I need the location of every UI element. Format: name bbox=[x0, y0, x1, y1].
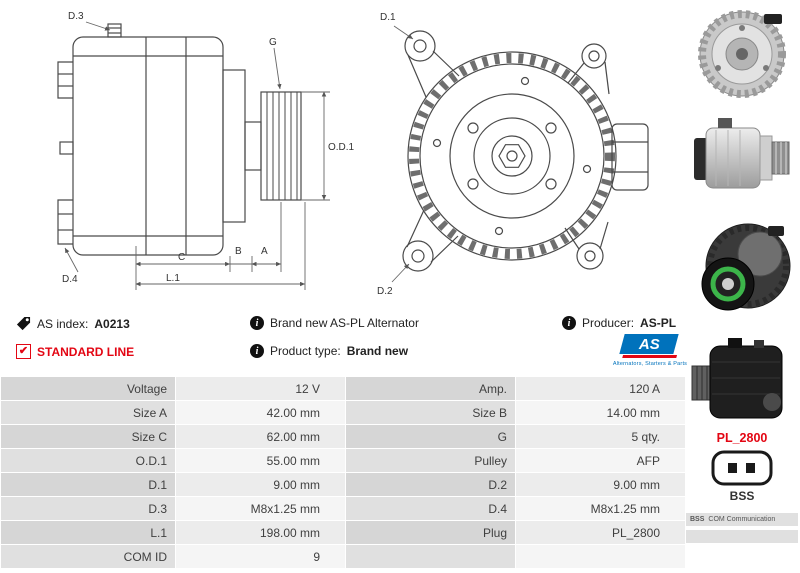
spec-value: M8x1.25 mm bbox=[175, 496, 346, 521]
dim-label-c: C bbox=[178, 252, 185, 263]
dim-label-b: B bbox=[235, 246, 242, 257]
alternator-photo-side bbox=[694, 118, 790, 189]
dim-label-od1: O.D.1 bbox=[328, 142, 355, 153]
rear-view-drawing: D.1 D.2 bbox=[377, 12, 649, 297]
spec-label: Size A bbox=[0, 400, 176, 425]
spec-label: Pulley bbox=[345, 448, 516, 473]
as-index: AS index: A0213 bbox=[16, 316, 130, 331]
tag-icon bbox=[16, 316, 31, 331]
spec-row: D.1 9.00 mm D.2 9.00 mm bbox=[0, 472, 686, 497]
spec-value: 62.00 mm bbox=[175, 424, 346, 449]
dim-label-l1: L.1 bbox=[166, 273, 180, 284]
spec-label: Size B bbox=[345, 400, 516, 425]
spec-label: D.1 bbox=[0, 472, 176, 497]
spec-value: 198.00 mm bbox=[175, 520, 346, 545]
plug-code: PL_2800 bbox=[716, 431, 768, 445]
alternator-photo-rear bbox=[698, 10, 786, 98]
logo-swoosh bbox=[622, 355, 678, 358]
logo-text: AS bbox=[638, 335, 660, 353]
dim-label-d1: D.1 bbox=[380, 12, 396, 23]
standard-line-badge: ✔ STANDARD LINE bbox=[16, 344, 134, 359]
info-icon: i bbox=[250, 316, 264, 330]
spec-row: COM ID 9 bbox=[0, 544, 686, 569]
producer-value: AS-PL bbox=[640, 316, 677, 330]
description-text: Brand new AS-PL Alternator bbox=[270, 316, 419, 330]
spec-row: Size C 62.00 mm G 5 qty. bbox=[0, 424, 686, 449]
spec-label bbox=[345, 544, 516, 569]
as-index-value: A0213 bbox=[94, 316, 130, 331]
spec-value: 55.00 mm bbox=[175, 448, 346, 473]
info-icon: i bbox=[250, 344, 264, 358]
product-photo-1[interactable] bbox=[686, 6, 798, 102]
spec-value: AFP bbox=[515, 448, 686, 473]
alternator-photo-black bbox=[691, 338, 783, 419]
spec-row: Voltage 12 V Amp. 120 A bbox=[0, 376, 686, 401]
spec-label: Size C bbox=[0, 424, 176, 449]
producer-label: Producer: bbox=[582, 316, 635, 330]
dim-label-d3: D.3 bbox=[68, 11, 84, 22]
product-type-value: Brand new bbox=[346, 344, 409, 358]
spec-label: G bbox=[345, 424, 516, 449]
spec-label: Plug bbox=[345, 520, 516, 545]
legend-row: BSS COM Communication bbox=[686, 513, 798, 526]
dim-label-g: G bbox=[269, 37, 277, 48]
product-type: i Product type: Brand new bbox=[250, 344, 408, 358]
connector-label: BSS bbox=[729, 489, 755, 503]
check-icon: ✔ bbox=[16, 344, 31, 359]
spec-label: D.2 bbox=[345, 472, 516, 497]
product-photo-3[interactable] bbox=[686, 214, 798, 326]
legend-row-empty bbox=[686, 530, 798, 543]
spec-row: D.3 M8x1.25 mm D.4 M8x1.25 mm bbox=[0, 496, 686, 521]
spec-value: 12 V bbox=[175, 376, 346, 401]
alternator-body bbox=[57, 23, 302, 256]
dim-label-d4: D.4 bbox=[62, 274, 78, 285]
product-photo-4[interactable] bbox=[686, 332, 798, 430]
spec-row: O.D.1 55.00 mm Pulley AFP bbox=[0, 448, 686, 473]
spec-value: 9.00 mm bbox=[515, 472, 686, 497]
spec-label: COM ID bbox=[0, 544, 176, 569]
side-view-drawing: D.3 G O.D.1 C B A L.1 D.4 bbox=[57, 11, 355, 290]
dimension-lines bbox=[64, 21, 330, 290]
spec-value: PL_2800 bbox=[515, 520, 686, 545]
spec-value: 42.00 mm bbox=[175, 400, 346, 425]
as-pl-logo: AS Alternators, Starters & Parts bbox=[608, 334, 692, 367]
spec-row: L.1 198.00 mm Plug PL_2800 bbox=[0, 520, 686, 545]
spec-label: Amp. bbox=[345, 376, 516, 401]
dimension-lines bbox=[391, 25, 414, 283]
standard-line-label: STANDARD LINE bbox=[37, 344, 135, 359]
dim-label-d2: D.2 bbox=[377, 286, 393, 297]
connector-drawing bbox=[686, 449, 798, 492]
legend-tag: BSS bbox=[690, 516, 705, 523]
spec-label: L.1 bbox=[0, 520, 176, 545]
rear-housing bbox=[402, 30, 649, 272]
spec-value bbox=[515, 544, 686, 569]
alternator-photo-angled bbox=[701, 223, 791, 311]
as-index-label: AS index: bbox=[37, 316, 89, 331]
spec-value: M8x1.25 mm bbox=[515, 496, 686, 521]
connector-icon bbox=[711, 450, 773, 486]
spec-label: O.D.1 bbox=[0, 448, 176, 473]
logo-mark: AS bbox=[619, 334, 679, 358]
spec-value: 5 qty. bbox=[515, 424, 686, 449]
product-photo-2[interactable] bbox=[686, 106, 798, 208]
product-description: i Brand new AS-PL Alternator bbox=[250, 316, 419, 330]
dim-label-a: A bbox=[261, 246, 268, 257]
spec-value: 120 A bbox=[515, 376, 686, 401]
spec-row: Size A 42.00 mm Size B 14.00 mm bbox=[0, 400, 686, 425]
com-legend: BSS COM Communication bbox=[686, 513, 798, 547]
product-type-label: Product type: bbox=[270, 344, 341, 358]
spec-label: D.3 bbox=[0, 496, 176, 521]
logo-subtext: Alternators, Starters & Parts bbox=[612, 361, 688, 367]
spec-value: 9.00 mm bbox=[175, 472, 346, 497]
producer: i Producer: AS-PL bbox=[562, 316, 676, 330]
spec-value: 9 bbox=[175, 544, 346, 569]
spec-label: Voltage bbox=[0, 376, 176, 401]
spec-label: D.4 bbox=[345, 496, 516, 521]
pulley-grooves bbox=[266, 92, 298, 200]
spec-value: 14.00 mm bbox=[515, 400, 686, 425]
info-icon: i bbox=[562, 316, 576, 330]
spec-table: Voltage 12 V Amp. 120 A Size A 42.00 mm … bbox=[0, 376, 686, 569]
legend-text: COM Communication bbox=[708, 516, 776, 523]
